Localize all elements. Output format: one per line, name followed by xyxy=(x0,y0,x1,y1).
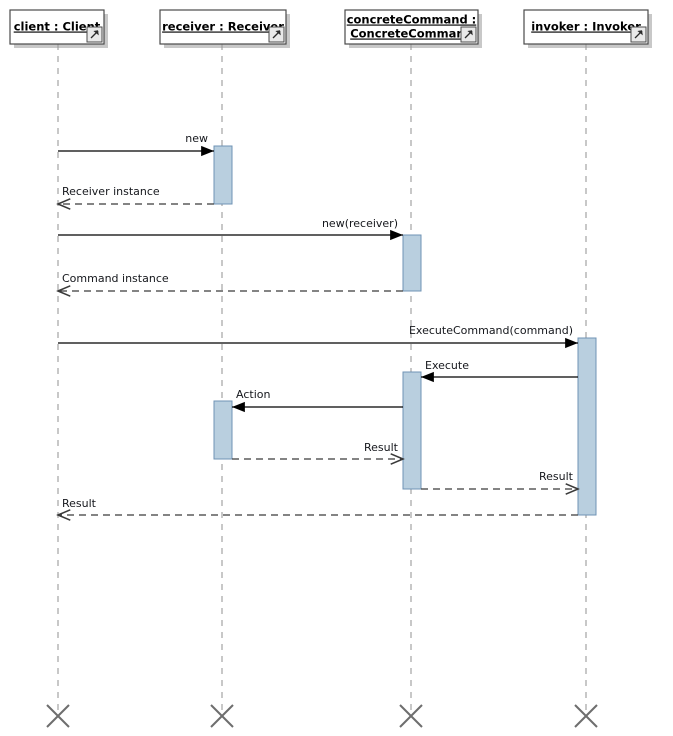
message-label-m7: Action xyxy=(236,388,270,401)
message-m2[interactable]: Receiver instance xyxy=(58,185,214,204)
lifelines-layer: client : Client receiver : Receiver concre… xyxy=(9,9,652,714)
message-label-m9: Result xyxy=(539,470,574,483)
lifeline-head-label-invoker: invoker : Invoker xyxy=(531,20,641,34)
lifeline-head-label-concreteCommand: ConcreteCommand xyxy=(350,27,473,41)
x-concreteCommand-marker xyxy=(399,704,423,728)
message-label-m5: ExecuteCommand(command) xyxy=(409,324,573,337)
external-link-icon[interactable] xyxy=(630,26,647,43)
external-link-icon[interactable] xyxy=(268,26,285,43)
message-label-m10: Result xyxy=(62,497,97,510)
lifeline-client: client : Client xyxy=(9,9,108,714)
message-m4[interactable]: Command instance xyxy=(58,272,403,291)
x-concreteCommand-stroke-b xyxy=(399,704,423,728)
lifeline-head-box-concreteCommand[interactable] xyxy=(344,9,479,45)
message-label-m1: new xyxy=(185,132,208,145)
x-receiver-marker xyxy=(210,704,234,728)
message-label-m2: Receiver instance xyxy=(62,185,160,198)
message-m3[interactable]: new(receiver) xyxy=(58,217,403,241)
lifeline-invoker: invoker : Invoker xyxy=(523,9,652,714)
lifeline-head-box-receiver[interactable] xyxy=(159,9,287,45)
activation-bar-act-command-new[interactable] xyxy=(402,234,422,292)
message-m9[interactable]: Result xyxy=(421,470,578,489)
external-link-icon[interactable] xyxy=(460,26,477,43)
message-label-m6: Execute xyxy=(425,359,469,372)
message-m5[interactable]: ExecuteCommand(command) xyxy=(58,324,578,349)
external-link-icon-head xyxy=(637,30,643,36)
external-link-icon-head xyxy=(275,30,281,36)
lifeline-head-label-receiver: receiver : Receiver xyxy=(162,20,284,34)
lifeline-head-label-client: client : Client xyxy=(14,20,101,34)
destruction-markers-layer xyxy=(46,704,598,728)
message-m1[interactable]: new xyxy=(58,132,214,157)
activation-bar-act-command-execute[interactable] xyxy=(402,371,422,490)
activation-bar-act-receiver-action[interactable] xyxy=(213,400,233,460)
message-label-m3: new(receiver) xyxy=(322,217,398,230)
x-invoker-stroke-b xyxy=(574,704,598,728)
message-label-m8: Result xyxy=(364,441,399,454)
activations-layer xyxy=(213,145,597,516)
external-link-icon[interactable] xyxy=(86,26,103,43)
x-invoker-marker xyxy=(574,704,598,728)
message-label-m4: Command instance xyxy=(62,272,169,285)
message-m6[interactable]: Execute xyxy=(421,359,578,383)
activation-bar-act-receiver-new[interactable] xyxy=(213,145,233,205)
x-client-marker xyxy=(46,704,70,728)
external-link-icon-head xyxy=(467,30,473,36)
external-link-icon-head xyxy=(93,30,99,36)
message-m10[interactable]: Result xyxy=(58,497,578,515)
lifeline-receiver: receiver : Receiver xyxy=(159,9,290,714)
activation-bar-act-invoker-execute[interactable] xyxy=(577,337,597,516)
lifeline-head-label-concreteCommand: concreteCommand : xyxy=(347,13,477,27)
message-m7[interactable]: Action xyxy=(232,388,403,413)
lifeline-head-box-invoker[interactable] xyxy=(523,9,649,45)
message-m8[interactable]: Result xyxy=(232,441,403,459)
x-receiver-stroke-b xyxy=(210,704,234,728)
x-client-stroke-b xyxy=(46,704,70,728)
lifeline-concreteCommand: concreteCommand :ConcreteCommand xyxy=(344,9,482,714)
